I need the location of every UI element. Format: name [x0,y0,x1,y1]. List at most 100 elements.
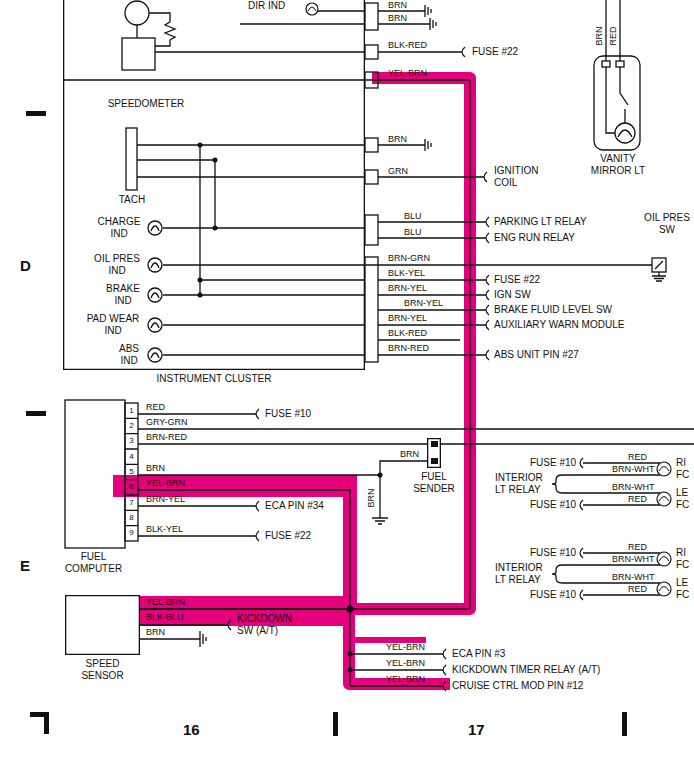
instrument-cluster: INSTRUMENT CLUSTERSPEEDOMETERTACHCHARGE … [63,0,365,370]
lamp-symbol [578,55,658,153]
gauge-symbol [100,0,192,98]
bulb-symbol [306,3,318,15]
splice-dot [198,278,203,283]
indicator-lamp: ABS IND [115,343,163,367]
circuit-label: ECA PIN #34 [265,500,324,512]
grid-tick [622,712,627,736]
grid-reference: E [20,557,30,574]
grid-reference: 17 [468,721,485,738]
module-outline [65,400,125,548]
circuit-label: INTERIOR LT RELAY [495,472,545,496]
pin-number: 7 [125,498,138,508]
wire-color: BRN-RED [146,432,187,442]
node-label: VANITY MIRROR LT [585,153,651,177]
pin-number: 5 [125,467,138,477]
splice-dot [348,652,353,657]
switch-symbol [642,236,692,282]
wire-color: BRN [146,627,165,637]
grid-tick [44,712,49,734]
vanity-mirror-lamp: VANITY MIRROR LT [578,55,658,177]
circuit-label: FC [676,469,689,481]
bulb-outline [148,318,162,332]
connector-block [365,215,378,245]
pin-divider [125,418,138,525]
wire [552,463,660,595]
fuel-sender: FUEL SENDER [427,438,441,468]
bulb-symbol [657,582,671,596]
wire [138,490,350,609]
bulb-symbol [657,492,671,506]
circuit-label: RI [676,457,686,469]
wire-color: BRN-GRN [388,253,430,263]
wire-color: YEL-BRN [386,658,425,668]
wire-color: BRN-WHT [612,554,655,564]
wire-color: BLK-RED [388,328,427,338]
node-label: OIL PRES SW [643,212,691,236]
indicator-bulb [147,347,163,363]
bulb-filament [618,130,632,137]
wire [138,0,694,686]
grid-reference: D [20,257,31,274]
pin-number: 1 [125,406,138,416]
circuit-label: FC [676,589,689,601]
wire-color: GRY-GRN [146,417,188,427]
wire-color: BRN-WHT [612,572,655,582]
gauge-body [122,38,155,70]
gauge-dial [125,1,149,25]
node-label: TACH [112,194,152,206]
wire-color: BRN [594,26,604,45]
bulb-filament [151,263,159,268]
circuit-label: FUSE #22 [265,530,311,542]
grid-reference: 16 [183,721,200,738]
circuit-label: KICKDOWN SW (A/T) [237,613,301,637]
pin-column [125,403,138,541]
terminal [431,458,438,464]
grid-tick [26,111,46,116]
indicator-lamp: OIL PRES IND [91,253,163,277]
highlight-marker [113,475,353,497]
wire-color: BLK-YEL [388,268,425,278]
node-heading: FUEL COMPUTER [65,551,122,575]
circuit-label: IGNITION COIL [494,165,546,189]
ground-symbol [200,5,436,647]
wire-color: BRN-YEL [146,494,185,504]
connector-block [365,45,378,59]
switch-body [652,258,666,272]
wire-color: BLK-BLU [146,612,184,622]
wire [140,80,470,609]
wire-color: BRN-YEL [388,313,427,323]
wire [365,264,642,265]
circuit-label: FUSE #10 [265,408,311,420]
circuit-label: FUSE #10 [530,457,576,469]
indicator-lamp: PAD WEAR IND [83,313,163,337]
circuit-label: IGN SW [494,289,531,301]
wire-color: YEL-BRN [386,674,425,684]
circuit-label: PARKING LT RELAY [494,216,587,228]
wire-color: BRN [146,463,165,473]
gauge-symbol [112,126,152,194]
wire-color: YEL-BRN [146,597,185,607]
node-label: BRAKE IND [103,283,143,307]
wire-color: GRN [388,166,408,176]
wire-color: RED [146,402,165,412]
circuit-label: RI [676,547,686,559]
bulb-outline [148,258,162,272]
node-label: SPEEDOMETER [100,98,192,110]
indicator-bulb [147,220,163,236]
connector-block [365,257,378,362]
wire [138,461,427,475]
circuit-label: ABS UNIT PIN #27 [494,349,579,361]
circuit-label: LE [676,577,688,589]
wire-color: BLK-YEL [146,524,183,534]
splice-dot [198,143,203,148]
wire-color: BLU [404,211,422,221]
wire-color: BRN [388,13,407,23]
terminal [431,441,438,447]
terminal [616,61,624,67]
bulb-filament [151,353,159,358]
speed-sensor: SPEED SENSOR [65,595,140,655]
pin-number: 4 [125,452,138,462]
wire-color: BRN-YEL [388,283,427,293]
